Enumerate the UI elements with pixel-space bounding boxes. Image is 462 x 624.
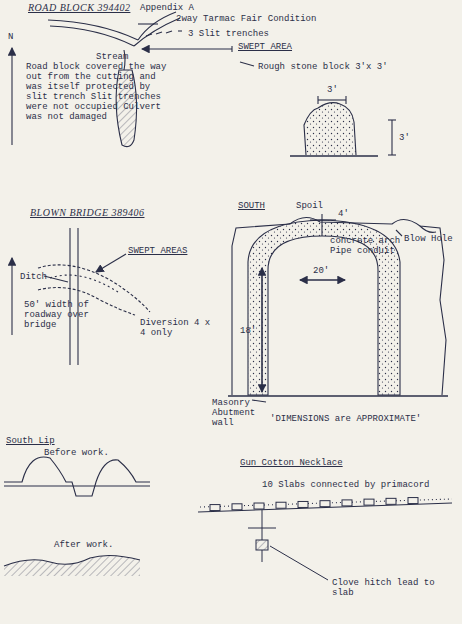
stroke [11,258,12,335]
stroke [248,220,400,395]
stroke [232,217,446,395]
stroke [231,46,232,52]
slab [342,500,352,506]
slab [210,505,220,511]
stroke [77,228,78,365]
stroke [96,254,126,272]
clove-hitch [248,510,328,580]
north-label: N [8,32,13,42]
stream-label: Stream [96,52,128,62]
road-note: 2way Tarmac Fair Condition [176,14,316,24]
stroke [388,119,396,120]
swept-label: SWEPT AREA [238,42,292,52]
slab-note: 10 Slabs connected by primacord [262,480,429,490]
stroke [345,96,346,104]
stroke [300,279,345,280]
stroke [300,279,345,280]
slab [364,499,374,505]
stroke [248,528,276,529]
stroke [134,18,180,46]
note-text: Road block covered the way out from the … [26,62,176,122]
heading: ROAD BLOCK 394402 [28,3,130,13]
stroke [11,48,12,145]
stroke [178,30,182,31]
stroke [304,103,356,155]
stroke [156,32,162,34]
conduit-label: Pipe conduit [330,246,395,256]
note-text: 'DIMENSIONS are APPROXIMATE' [270,414,421,424]
abutment-label: Masonry Abutment wall [212,398,256,428]
stroke [69,228,70,365]
slab [320,501,330,507]
stroke [391,120,392,155]
dimension: 3' [399,133,410,143]
slabs [210,498,418,511]
stroke [270,546,328,580]
section-label: South Lip [6,436,55,446]
arch-label: concrete arch [330,236,400,246]
stroke [138,12,176,40]
slab [386,498,396,504]
spoil-label: Spoil [296,201,323,211]
blowhole-label: Blow Hole [404,234,453,244]
stroke [142,48,232,49]
stroke [310,219,336,220]
heading: BLOWN BRIDGE 389406 [30,208,145,218]
stroke [50,275,118,292]
block-label: Rough stone block 3'x 3' [258,62,388,72]
stroke [317,96,318,104]
stroke [240,62,254,66]
stroke [138,23,158,24]
slab [276,502,286,508]
slab [298,501,308,507]
stroke [256,540,268,550]
stroke [4,485,150,486]
trench-label: 3 Slit trenches [188,29,269,39]
stroke [48,20,138,40]
stroke [261,268,262,392]
swept-label: SWEPT AREAS [128,246,187,256]
stroke [146,34,152,36]
stage-label: Before work. [44,448,109,458]
slab [408,498,418,504]
stroke [318,99,346,100]
stage-label: After work. [54,540,113,550]
diversion-label: Diversion 4 x 4 only [140,318,220,338]
stroke [321,214,322,236]
stroke [262,550,263,562]
hitch-label: Clove hitch lead to slab [332,578,442,598]
stroke [262,510,263,540]
appendix-label: Appendix A [140,3,194,13]
dimension: 18' [240,326,256,336]
stroke [261,268,262,392]
direction-label: SOUTH [238,201,265,211]
stroke [228,395,448,396]
linework [4,12,452,576]
stroke [50,26,134,46]
stroke [396,230,402,236]
dimension: 3' [327,85,338,95]
width-note: 50' width of roadway over bridge [24,300,94,330]
ditch-label: Ditch [20,272,47,282]
section-label: Gun Cotton Necklace [240,458,343,468]
slab [254,503,264,509]
stroke [420,226,436,232]
stroke [4,457,150,496]
dimension: 20' [313,266,329,276]
stroke [166,31,172,33]
slab [232,504,242,510]
dimension: 4' [338,209,349,219]
stroke [252,400,266,402]
stroke [4,555,140,576]
stroke [388,154,396,155]
stroke [290,155,378,156]
